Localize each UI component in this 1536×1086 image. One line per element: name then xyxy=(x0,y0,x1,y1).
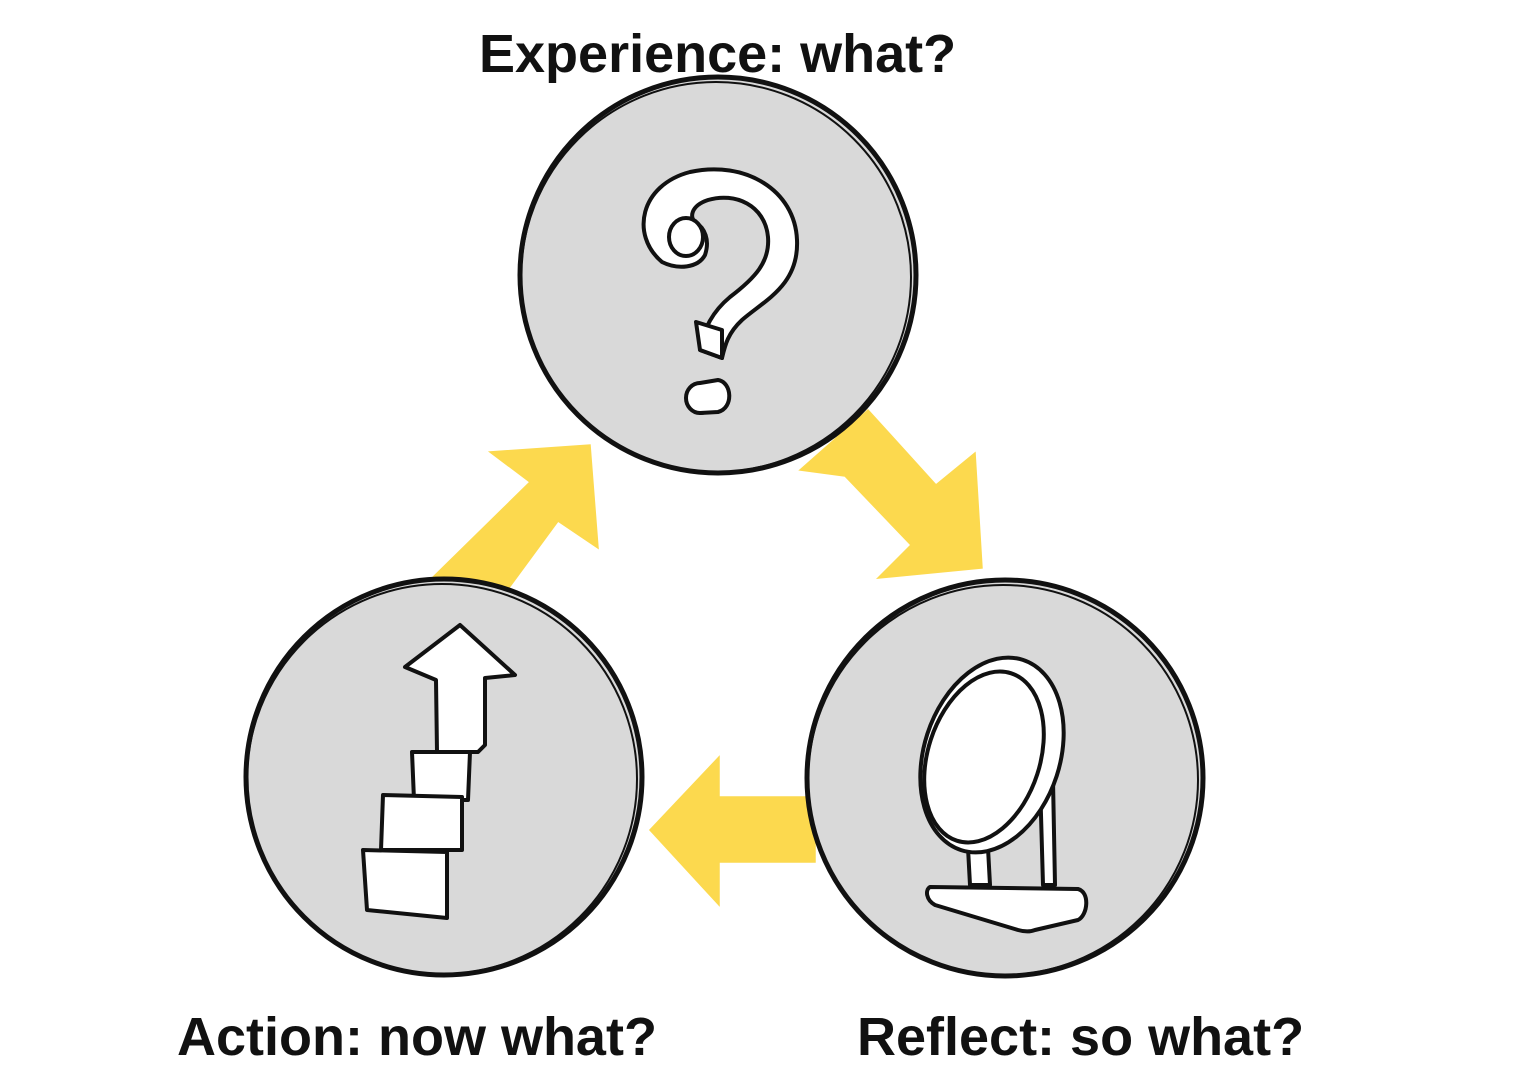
label-action: Action: now what? xyxy=(177,1007,657,1067)
label-experience: Experience: what? xyxy=(479,24,957,84)
arrow-experience-to-reflect xyxy=(798,408,983,579)
arrow-reflect-to-action xyxy=(648,755,816,907)
question-mark-icon xyxy=(641,167,800,415)
stairs-arrow-icon xyxy=(361,623,517,920)
arrow-action-to-experience xyxy=(418,444,599,601)
label-reflect: Reflect: so what? xyxy=(857,1007,1305,1067)
mirror-icon xyxy=(918,655,1089,934)
circle-experience xyxy=(517,74,919,476)
